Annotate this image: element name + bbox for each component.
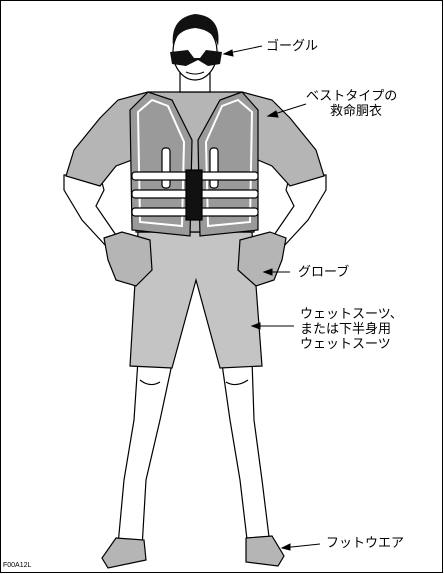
figure-code: F00A12L [3, 562, 32, 569]
label-footwear: フットウエア [326, 536, 405, 551]
vest [129, 91, 259, 237]
footwear [101, 535, 285, 569]
label-gloves: グローブ [298, 265, 350, 280]
label-vest-line1: ベストタイプの [306, 89, 398, 104]
head [170, 14, 222, 81]
label-goggles: ゴーグル [266, 39, 319, 54]
label-suit-line3: ウェットスーツ [300, 337, 391, 352]
goggles-shape [170, 50, 222, 66]
callout-arrows [222, 45, 321, 551]
label-suit-line2: または下半身用 [300, 322, 392, 337]
label-vest-line2: 救命胴衣 [330, 104, 383, 119]
legs [117, 359, 271, 549]
label-suit-line1: ウェットスーツ、 [300, 307, 403, 322]
